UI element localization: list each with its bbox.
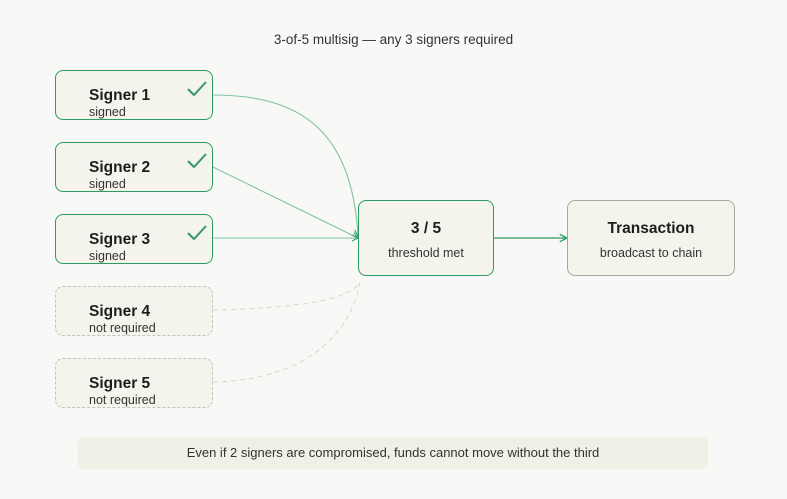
footer-note: Even if 2 signers are compromised, funds… — [78, 437, 708, 469]
transaction-node: Transaction broadcast to chain — [567, 200, 735, 276]
signer-name: Signer 2 — [89, 159, 151, 176]
signer-5-node: Signer 5 not required — [55, 358, 213, 408]
signer-status: signed — [89, 249, 126, 263]
signer-status: not required — [89, 393, 156, 407]
link-signer-1 — [212, 94, 358, 236]
threshold-value: 3 / 5 — [410, 220, 442, 237]
signer-status: signed — [89, 177, 126, 191]
transaction-label: broadcast to chain — [599, 246, 703, 260]
signer-status: signed — [89, 105, 126, 119]
link-signer-5 — [212, 281, 361, 383]
signer-name: Signer 3 — [89, 231, 151, 248]
signer-status: not required — [89, 321, 156, 335]
transaction-title: Transaction — [607, 220, 695, 237]
signer-3-node: Signer 3 signed — [55, 214, 213, 264]
checkmark-icon — [187, 225, 207, 241]
link-signer-2 — [212, 166, 358, 238]
diagram-title: 3-of-5 multisig — any 3 signers required — [273, 32, 514, 47]
threshold-node: 3 / 5 threshold met — [358, 200, 494, 276]
link-signer-4 — [212, 281, 361, 311]
checkmark-icon — [187, 153, 207, 169]
signer-4-node: Signer 4 not required — [55, 286, 213, 336]
signer-name: Signer 5 — [89, 375, 151, 392]
signer-2-node: Signer 2 signed — [55, 142, 213, 192]
checkmark-icon — [187, 81, 207, 97]
signer-name: Signer 1 — [89, 87, 151, 104]
signer-name: Signer 4 — [89, 303, 151, 320]
threshold-label: threshold met — [388, 246, 464, 260]
signer-1-node: Signer 1 signed — [55, 70, 213, 120]
